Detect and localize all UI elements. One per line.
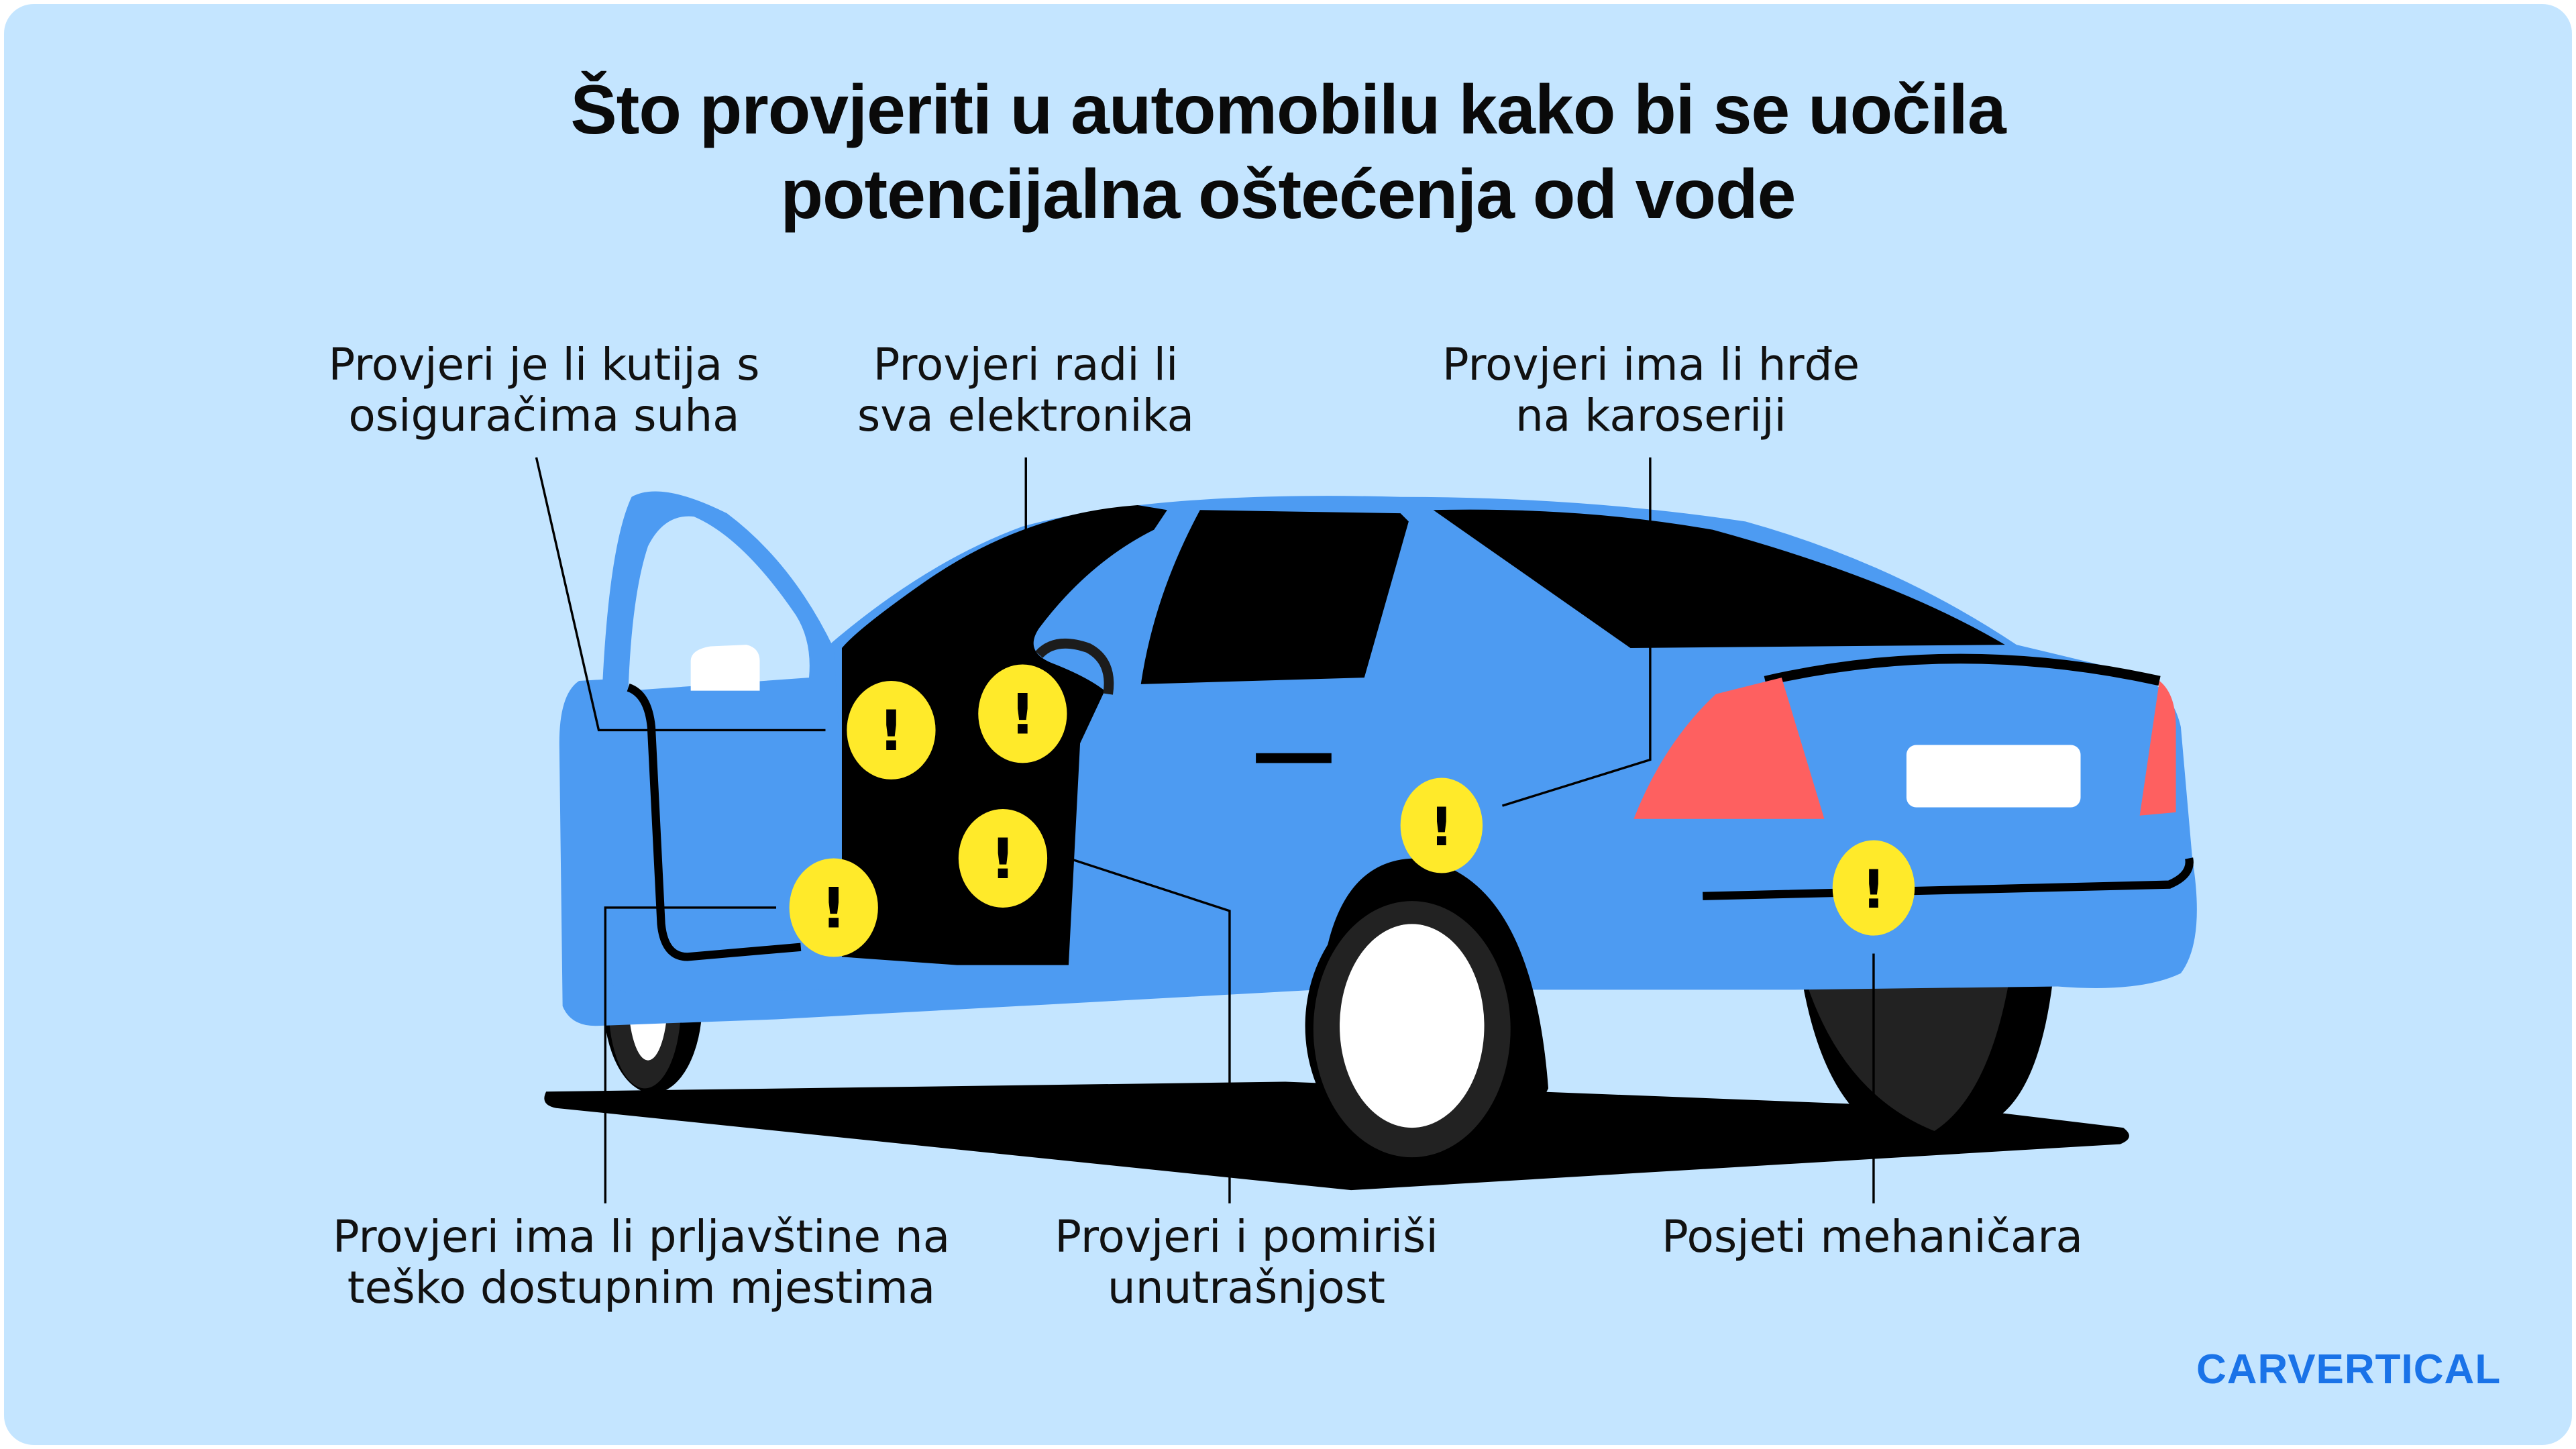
trunk-line bbox=[1764, 653, 2161, 686]
carvertical-logo: CARVERTICAL bbox=[2196, 1346, 2502, 1393]
callout-text: Provjeri radi li bbox=[873, 339, 1179, 390]
callout-text: teško dostupnim mjestima bbox=[347, 1262, 936, 1313]
svg-text:!: ! bbox=[1862, 859, 1886, 920]
callout-electronics: Provjeri radi li sva elektronika bbox=[857, 339, 1194, 441]
callout-text: sva elektronika bbox=[857, 390, 1195, 441]
car-illustration: ! ! ! ! ! ! bbox=[535, 457, 2197, 1203]
warning-marker-icon: ! bbox=[1400, 777, 1483, 873]
rear-near-wheel bbox=[1305, 858, 1549, 1161]
door-window bbox=[628, 516, 810, 691]
warning-marker-icon: ! bbox=[1832, 840, 1915, 936]
warning-markers: ! ! ! ! ! ! bbox=[789, 664, 1915, 957]
callout-text: Posjeti mehaničara bbox=[1662, 1211, 2083, 1263]
tail-light-right bbox=[2139, 680, 2176, 816]
title-line-1: Što provjeriti u automobilu kako bi se u… bbox=[570, 71, 2006, 149]
leader-fuse-box bbox=[535, 457, 826, 732]
warning-marker-icon: ! bbox=[978, 664, 1067, 763]
side-mirror bbox=[690, 645, 760, 691]
license-plate bbox=[1906, 745, 2081, 808]
rear-windshield bbox=[1433, 509, 2005, 648]
leader-rust bbox=[1501, 457, 1652, 807]
bumper-line bbox=[1703, 857, 2194, 900]
door-handle bbox=[1256, 753, 1332, 763]
svg-text:!: ! bbox=[821, 875, 847, 941]
callout-text: Provjeri ima li prljavštine na bbox=[332, 1211, 951, 1263]
callout-text: osiguračima suha bbox=[348, 390, 740, 441]
warning-marker-icon: ! bbox=[958, 809, 1048, 908]
warning-marker-icon: ! bbox=[789, 858, 878, 957]
door-seal bbox=[627, 683, 802, 961]
leader-smell bbox=[1068, 857, 1231, 1203]
rear-side-window bbox=[1140, 510, 1409, 684]
callout-text: na karoseriji bbox=[1515, 390, 1786, 441]
title-line-2: potencijalna oštećenja od vode bbox=[780, 156, 1796, 233]
steering-wheel bbox=[1035, 638, 1114, 695]
page-title: Što provjeriti u automobilu kako bi se u… bbox=[4, 68, 2572, 237]
leader-dirt bbox=[604, 906, 777, 1203]
svg-text:!: ! bbox=[1010, 682, 1035, 747]
callout-dirt: Provjeri ima li prljavštine na teško dos… bbox=[333, 1212, 950, 1313]
callout-text: Provjeri ima li hrđe bbox=[1442, 339, 1860, 390]
svg-text:!: ! bbox=[990, 826, 1016, 892]
callout-fuse-box: Provjeri je li kutija s osiguračima suha bbox=[328, 339, 759, 441]
svg-text:!: ! bbox=[1430, 797, 1454, 858]
callout-smell: Provjeri i pomiriši unutrašnjost bbox=[1055, 1212, 1438, 1313]
callout-text: Provjeri je li kutija s bbox=[328, 339, 760, 390]
callout-rust: Provjeri ima li hrđe na karoseriji bbox=[1442, 339, 1860, 441]
callout-text: unutrašnjost bbox=[1107, 1262, 1386, 1313]
tail-light-left bbox=[1633, 678, 1825, 819]
infographic-panel: Što provjeriti u automobilu kako bi se u… bbox=[4, 4, 2572, 1445]
leader-lines bbox=[535, 457, 1875, 1203]
svg-text:!: ! bbox=[878, 698, 904, 763]
callout-mechanic: Posjeti mehaničara bbox=[1662, 1212, 2083, 1263]
warning-marker-icon: ! bbox=[847, 680, 936, 780]
callout-text: Provjeri i pomiriši bbox=[1055, 1211, 1438, 1263]
